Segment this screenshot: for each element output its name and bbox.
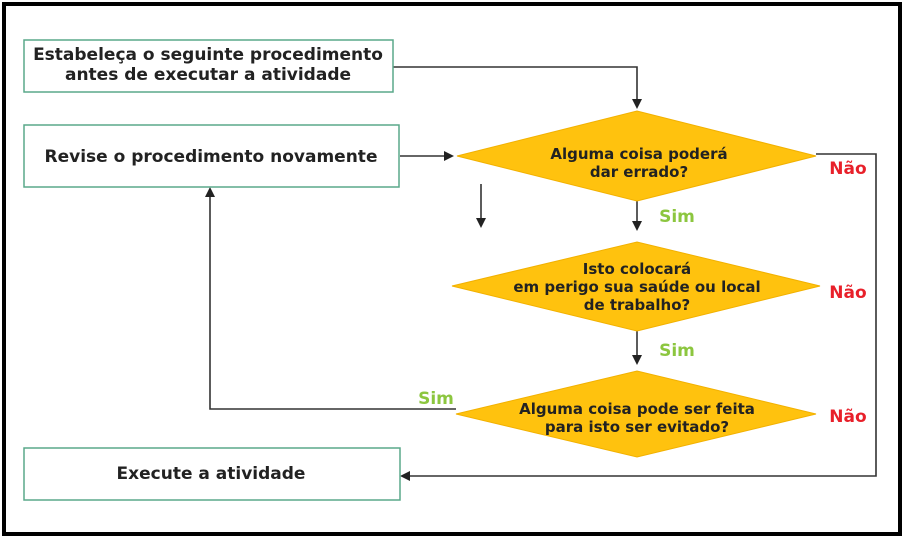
decision-2	[451, 241, 821, 332]
box-procedure-line1: Estabeleça o seguinte procedimento	[33, 45, 383, 65]
decision-1-line2: dar errado?	[590, 163, 688, 181]
connectors	[205, 66, 877, 481]
decision-2-line2: em perigo sua saúde ou local	[513, 278, 760, 296]
decision-1	[456, 110, 817, 202]
label-nao-1: Não	[829, 159, 866, 179]
decision-1-line1: Alguma coisa poderá	[550, 145, 727, 163]
label-sim-1: Sim	[659, 207, 695, 227]
label-sim-3: Sim	[418, 389, 454, 409]
label-sim-2: Sim	[659, 341, 695, 361]
decision-2-line3: de trabalho?	[584, 296, 691, 314]
decision-3-line1: Alguma coisa pode ser feita	[519, 400, 755, 418]
decision-3	[455, 370, 817, 458]
connector-decision3-sim-to-box2	[205, 187, 456, 410]
label-nao-3: Não	[829, 407, 866, 427]
box-procedure	[23, 39, 394, 93]
box-review-text: Revise o procedimento novamente	[45, 147, 378, 167]
decision-3-line2: para isto ser evitado?	[545, 418, 729, 436]
decision-2-line1: Isto colocará	[583, 260, 691, 278]
box-procedure-line2: antes de executar a atividade	[65, 65, 351, 85]
connector-box1-to-decision1	[393, 66, 642, 109]
label-nao-2: Não	[829, 283, 866, 303]
box-execute-text: Execute a atividade	[117, 464, 306, 484]
box-review	[23, 124, 400, 188]
connector-nao-return-to-box3	[400, 153, 877, 481]
box-execute	[23, 447, 401, 501]
